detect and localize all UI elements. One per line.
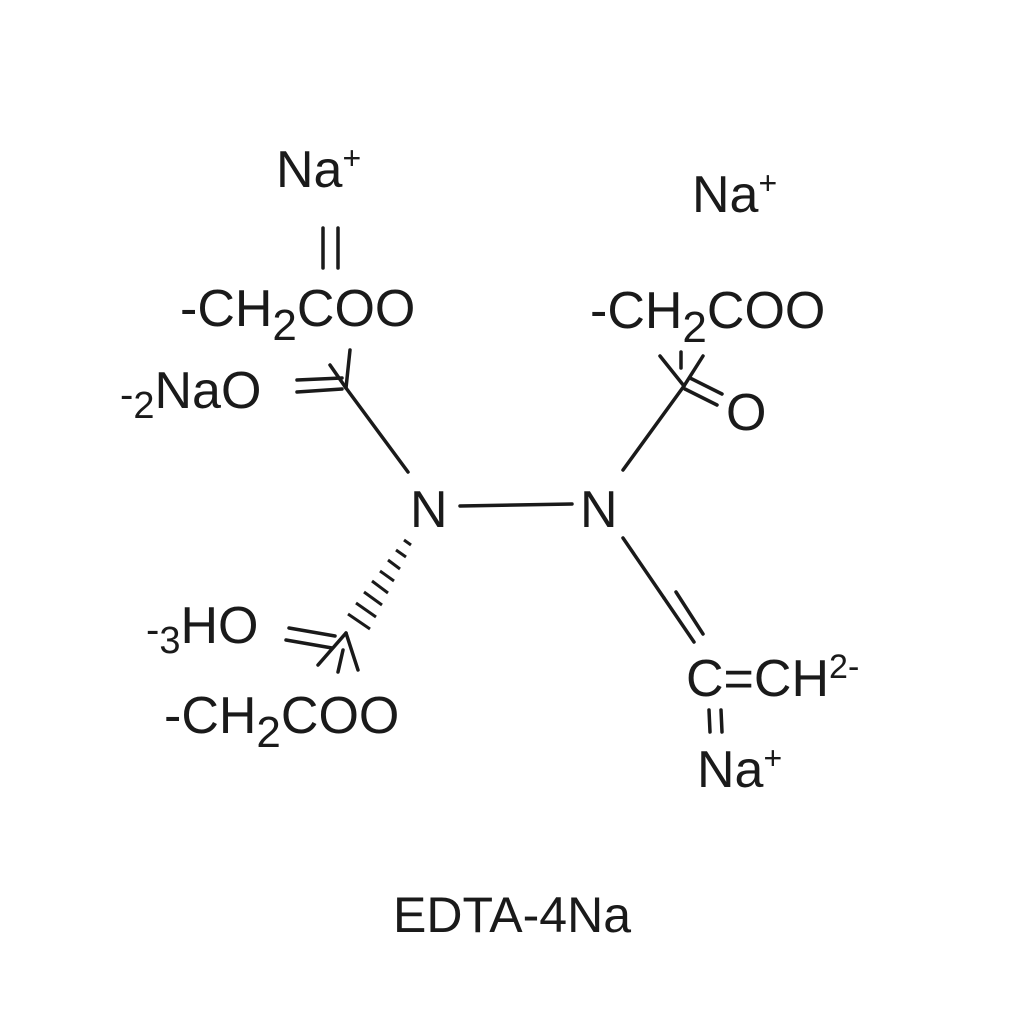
n-left-label: N	[410, 481, 448, 539]
hash-7	[355, 601, 377, 619]
hash-1	[403, 538, 412, 547]
bond-na-bottom-right-b	[719, 708, 724, 734]
c-ch-right-label: C=CH2-	[686, 648, 859, 708]
nao-left-label: -2NaO	[120, 362, 261, 427]
bond-lower-left-chevron-b	[344, 631, 360, 672]
bond-c-to-n-left	[344, 386, 410, 474]
ho-left-label: -3HO	[146, 597, 258, 662]
ch2coo-upper-right-label: -CH2COO	[590, 282, 825, 352]
bond-c-double-b	[674, 590, 705, 636]
hash-5	[371, 579, 389, 595]
hash-4	[379, 569, 395, 583]
bond-upper-right-chevron-a	[658, 354, 686, 388]
hash-8	[347, 612, 371, 631]
bond-lower-left-tick	[336, 648, 345, 674]
n-right-label: N	[580, 481, 618, 539]
na-bottom-right-label: Na+	[697, 740, 782, 799]
na-top-right-label: Na+	[692, 165, 777, 224]
bond-ho-double-b	[284, 638, 334, 650]
bond-n-right-to-c	[621, 384, 686, 472]
bond-hashed-wedge	[347, 538, 412, 631]
bond-ho-double-a	[287, 626, 337, 638]
bond-upper-left-tick	[344, 348, 352, 390]
bond-c-o-right-b	[683, 387, 719, 407]
hash-6	[363, 590, 383, 607]
ch2coo-upper-left-label: -CH2COO	[180, 280, 415, 350]
bond-n-n	[458, 502, 574, 508]
bond-c-o-right-a	[688, 376, 724, 396]
na-top-left-label: Na+	[276, 140, 361, 199]
bond-c-double-a	[662, 596, 696, 644]
bonds	[284, 226, 724, 734]
bond-nao-double-b	[295, 387, 344, 394]
atom-labels: Na+ Na+ -CH2COO -CH2COO -2NaO O N N -3HO…	[120, 140, 859, 799]
bond-lower-left-chevron-a	[316, 631, 348, 667]
bond-upper-right-chevron-b	[682, 354, 705, 388]
diagram-caption: EDTA-4Na	[393, 887, 631, 943]
hash-3	[387, 558, 401, 571]
bond-n-right-down	[621, 536, 666, 600]
bond-na-bottom-right-a	[707, 708, 712, 734]
ch2coo-lower-left-label: -CH2COO	[164, 687, 399, 757]
hash-2	[395, 548, 407, 559]
o-right-label: O	[726, 384, 766, 442]
bond-nao-double-a	[295, 376, 344, 382]
